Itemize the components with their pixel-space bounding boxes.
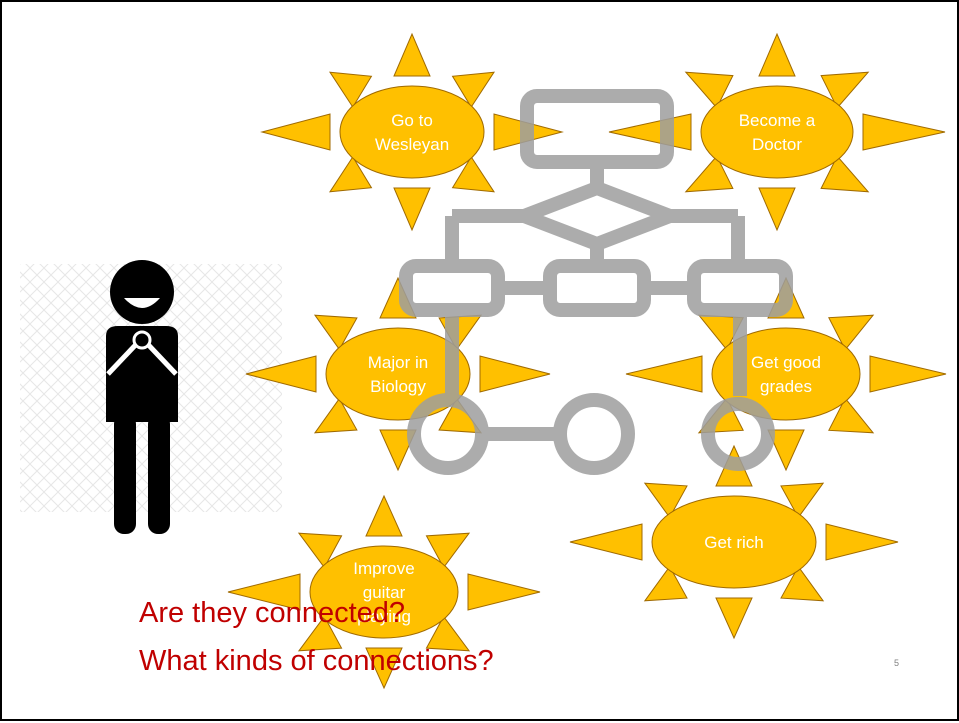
sun-ray: [684, 71, 734, 109]
sun-ray: [365, 647, 403, 690]
page-number: 5: [894, 658, 899, 668]
sun-ray: [608, 113, 692, 151]
sun-ray: [451, 71, 496, 109]
goal-label-rich: Get rich: [704, 533, 764, 552]
sun-ray: [780, 482, 825, 519]
sun-ray: [643, 565, 688, 602]
sun-ray: [828, 397, 875, 434]
goal-label-guitar: guitar: [363, 583, 406, 602]
sun-ray: [643, 482, 688, 519]
question-connected: Are they connected?: [139, 597, 405, 629]
sun-center: [309, 545, 459, 639]
sun-ray: [862, 113, 946, 151]
sun-center: [339, 85, 485, 179]
sun-ray: [569, 523, 643, 561]
sun-center: [700, 85, 854, 179]
sun-ray: [328, 155, 373, 193]
sun-ray: [227, 573, 301, 611]
sun-ray: [297, 532, 343, 569]
sun-ray: [379, 429, 417, 472]
sun-ray: [479, 355, 551, 393]
goal-label-doctor: Become a: [739, 111, 816, 130]
sun-ray: [451, 155, 496, 193]
sun-ray: [260, 113, 331, 151]
question-kinds: What kinds of connections?: [139, 645, 494, 677]
goal-label-biology: Biology: [370, 377, 426, 396]
sun-ray: [869, 355, 947, 393]
sun-ray: [780, 565, 825, 602]
goal-label-wesleyan: Wesleyan: [375, 135, 449, 154]
goal-label-guitar: Improve: [353, 559, 414, 578]
sun-wesleyan: [260, 32, 564, 232]
sun-biology: [245, 276, 551, 472]
sun-ray: [313, 397, 358, 434]
smiling-person-icon: [106, 260, 178, 534]
sun-ray: [425, 532, 471, 569]
sun-ray: [758, 187, 796, 232]
sun-ray: [715, 597, 753, 640]
sun-ray: [467, 573, 541, 611]
sun-ray: [393, 32, 431, 77]
goal-suns: [227, 32, 947, 690]
sun-ray: [245, 355, 317, 393]
goal-label-doctor: Doctor: [752, 135, 802, 154]
sun-ray: [328, 71, 373, 109]
sun-ray: [313, 314, 358, 351]
sun-rich: [569, 444, 899, 640]
goal-label-grades: Get good: [751, 353, 821, 372]
sun-doctor: [608, 32, 946, 232]
sun-center: [651, 495, 817, 589]
sun-ray: [297, 615, 343, 652]
sun-ray: [365, 494, 403, 537]
sun-ray: [425, 615, 471, 652]
goal-label-biology: Major in: [368, 353, 428, 372]
sun-ray: [684, 155, 734, 193]
sun-ray: [758, 32, 796, 77]
goal-label-guitar: playing: [357, 607, 411, 626]
sun-ray: [825, 523, 899, 561]
sun-ray: [820, 155, 870, 193]
sun-ray: [393, 187, 431, 232]
sun-guitar: [227, 494, 541, 690]
goal-label-wesleyan: Go to: [391, 111, 433, 130]
sun-ray: [820, 71, 870, 109]
flowchart-icon: [399, 89, 793, 475]
sun-center: [711, 327, 861, 421]
sun-ray: [625, 355, 703, 393]
goal-label-grades: grades: [760, 377, 812, 396]
sun-ray: [767, 429, 805, 472]
sun-ray: [828, 314, 875, 351]
